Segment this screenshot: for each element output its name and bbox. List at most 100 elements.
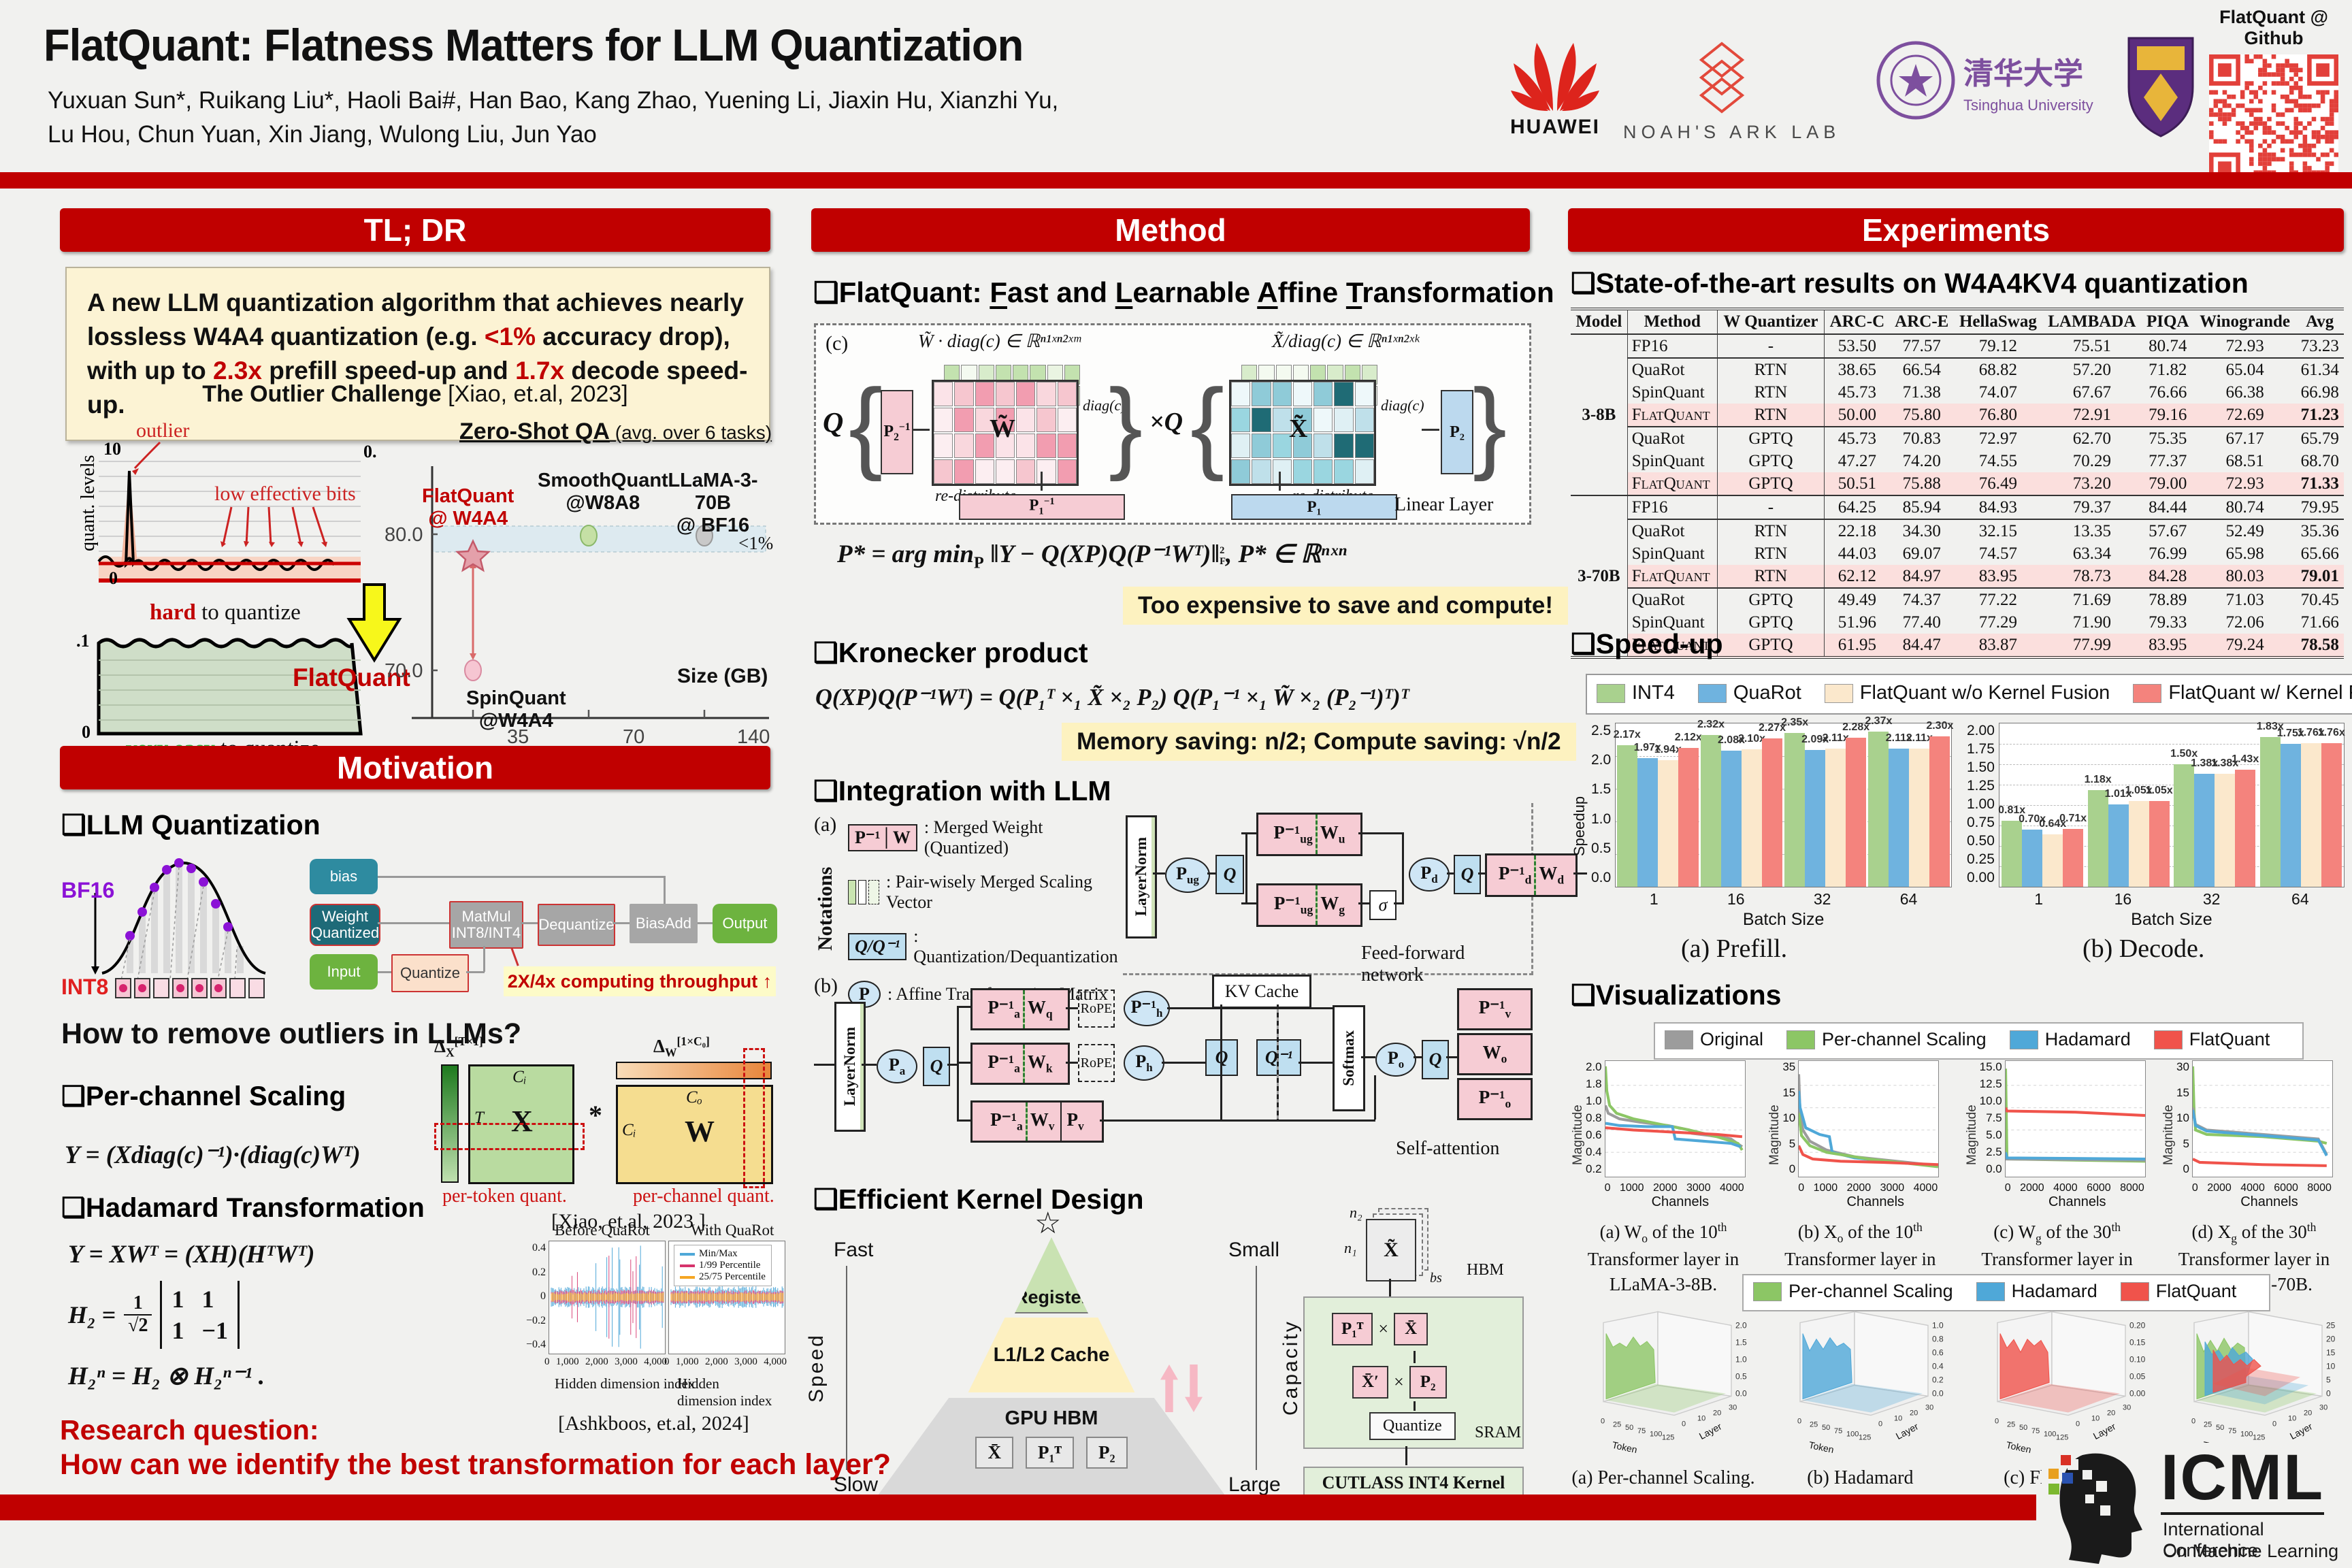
svg-text:50: 50 — [2216, 1424, 2224, 1432]
tsinghua-logo: 清华大学 Tsinghua University — [1875, 39, 2100, 121]
hadamard-heading: ❑Hadamard Transformation — [61, 1193, 425, 1223]
t-label: T — [474, 1109, 484, 1127]
hard-rest: to quantize — [195, 600, 301, 625]
icml-logo: ICML International Conference On Machine… — [2042, 1443, 2352, 1568]
column-header: Method — [1627, 309, 1718, 335]
svg-text:2.0: 2.0 — [1735, 1321, 1747, 1330]
svg-text:low effective bits: low effective bits — [214, 483, 356, 505]
figc-tag: (c) — [826, 332, 849, 355]
bar: 1.43x — [2232, 753, 2259, 887]
svg-text:15: 15 — [2326, 1348, 2336, 1358]
ffn-pug: Pug — [1165, 858, 1210, 893]
pt-llama-label: LLaMA-3-70B@ BF16 — [668, 470, 758, 536]
tldr-box: A new LLM quantization algorithm that ac… — [65, 267, 770, 441]
svg-text:1.0: 1.0 — [1932, 1321, 1944, 1330]
svg-text:50: 50 — [1822, 1424, 1830, 1432]
svg-text:30: 30 — [2319, 1404, 2328, 1412]
svg-text:25: 25 — [2326, 1321, 2336, 1330]
outlier-heading-ref: [Xiao, et.al, 2023] — [441, 381, 628, 407]
ffn-layernorm: LayerNorm — [1126, 815, 1157, 938]
bar: 2.10x — [1738, 733, 1765, 887]
ashkboos-ref: [Ashkboos, et.al, 2024] — [558, 1412, 749, 1435]
zeroshot-xlabel: Size (GB) — [677, 665, 768, 687]
svg-text:0.2: 0.2 — [1932, 1375, 1944, 1385]
svg-text:0: 0 — [1995, 1418, 1999, 1426]
bar: 0.71x — [2059, 813, 2087, 887]
poster-title: FlatQuant: Flatness Matters for LLM Quan… — [44, 20, 1024, 70]
svg-text:25: 25 — [1613, 1420, 1621, 1428]
tsinghua-en: Tsinghua University — [1963, 97, 2093, 114]
svg-text:10: 10 — [1697, 1415, 1705, 1423]
icml-head-icon — [2048, 1453, 2142, 1564]
ytick-70: 70.0 — [385, 660, 423, 682]
transfer-down-arrow — [1185, 1365, 1203, 1412]
attn-label: Self-attention — [1396, 1138, 1500, 1159]
zeroshot-title: Zero-Shot QA — [459, 419, 610, 444]
pyramid-star: ☆ — [1034, 1207, 1062, 1240]
svg-text:Layer: Layer — [2288, 1420, 2315, 1441]
attn-stack-pvinv: P⁻¹v — [1457, 988, 1533, 1030]
svg-text:0: 0 — [2076, 1420, 2080, 1428]
per-token-caption: per-token quant. — [442, 1186, 567, 1207]
header-divider — [0, 172, 2352, 189]
figc-brace-r2: } — [1473, 368, 1507, 482]
zeroshot-svg — [412, 466, 769, 719]
hbm-x: X̄ — [975, 1437, 1013, 1469]
bar: 1.18x — [2085, 774, 2112, 887]
plot-caption: (a) Per-channel Scaling. — [1571, 1467, 1755, 1488]
flow-note: 2X/4x computing throughput ↑ — [504, 966, 776, 996]
svg-text:75: 75 — [1637, 1427, 1646, 1435]
bar: 2.28x — [1842, 721, 1869, 887]
qr-label: FlatQuant @ Github — [2219, 7, 2328, 48]
kronecker-formula: Q(XP)Q(P⁻¹Wᵀ) = Q(P₁ᵀ ×₁ X̃ ×₂ P₂) Q(P₁⁻… — [815, 685, 1409, 710]
expensive-note: Too expensive to save and compute! — [1123, 587, 1569, 625]
pyramid-speed: Speed — [805, 1333, 828, 1403]
quarot-xlabel-left: Hidden dimension index — [555, 1375, 696, 1392]
remove-outliers-heading: How to remove outliers in LLMs? — [61, 1017, 522, 1050]
svg-text:Token: Token — [2005, 1439, 2032, 1455]
kflow-xbar: X̄ — [1394, 1313, 1428, 1345]
svg-text:125: 125 — [2253, 1434, 2265, 1442]
legend-item: 25/75 Percentile — [680, 1271, 766, 1283]
bar: 1.50x — [2170, 748, 2198, 887]
pyramid-figure: ☆ Register L1/L2 Cache GPU HBM X̄ P₁ᵀ P₂… — [805, 1207, 1302, 1504]
svg-text:25: 25 — [1810, 1420, 1818, 1428]
bar: 1.76x — [2298, 727, 2325, 887]
column-header: PIQA — [2141, 309, 2194, 335]
bar: 2.17x — [1614, 729, 1641, 887]
band-label: <1% — [738, 533, 774, 553]
bar: 1.83x — [2257, 721, 2284, 887]
llm-quantization-heading: ❑LLM Quantization — [61, 809, 321, 840]
bar: 2.35x — [1781, 717, 1808, 887]
svg-text:10: 10 — [2288, 1415, 2296, 1423]
decode-caption: (b) Decode. — [2082, 934, 2205, 963]
attn-ph: Ph — [1124, 1045, 1164, 1081]
bar: 2.37x — [1865, 715, 1892, 887]
svg-text:Token: Token — [1611, 1439, 1638, 1455]
legend-item: Original — [1665, 1029, 1763, 1050]
svg-text:20: 20 — [1713, 1409, 1721, 1418]
before-quarot-plot — [549, 1241, 666, 1354]
svg-text:Layer: Layer — [1697, 1420, 1724, 1441]
huawei-wordmark: HUAWEI — [1510, 116, 1600, 138]
svg-text:0.10: 0.10 — [2129, 1355, 2146, 1365]
noahs-ark-icon — [1699, 42, 1745, 114]
before-quarot-title: Before QuaRot — [555, 1222, 650, 1239]
figc-xt: X̃ — [1289, 414, 1308, 443]
icml-sub1: International Conference — [2163, 1519, 2264, 1561]
xiao-ref: [Xiao, et.al, 2023 ] — [551, 1210, 706, 1232]
x-axis-label: Channels — [1846, 1194, 1905, 1209]
quarot-xlabel-right: Hidden dimension index — [677, 1375, 772, 1409]
hbm-p2: P₂ — [1085, 1437, 1128, 1469]
svg-text:75: 75 — [2031, 1427, 2040, 1435]
